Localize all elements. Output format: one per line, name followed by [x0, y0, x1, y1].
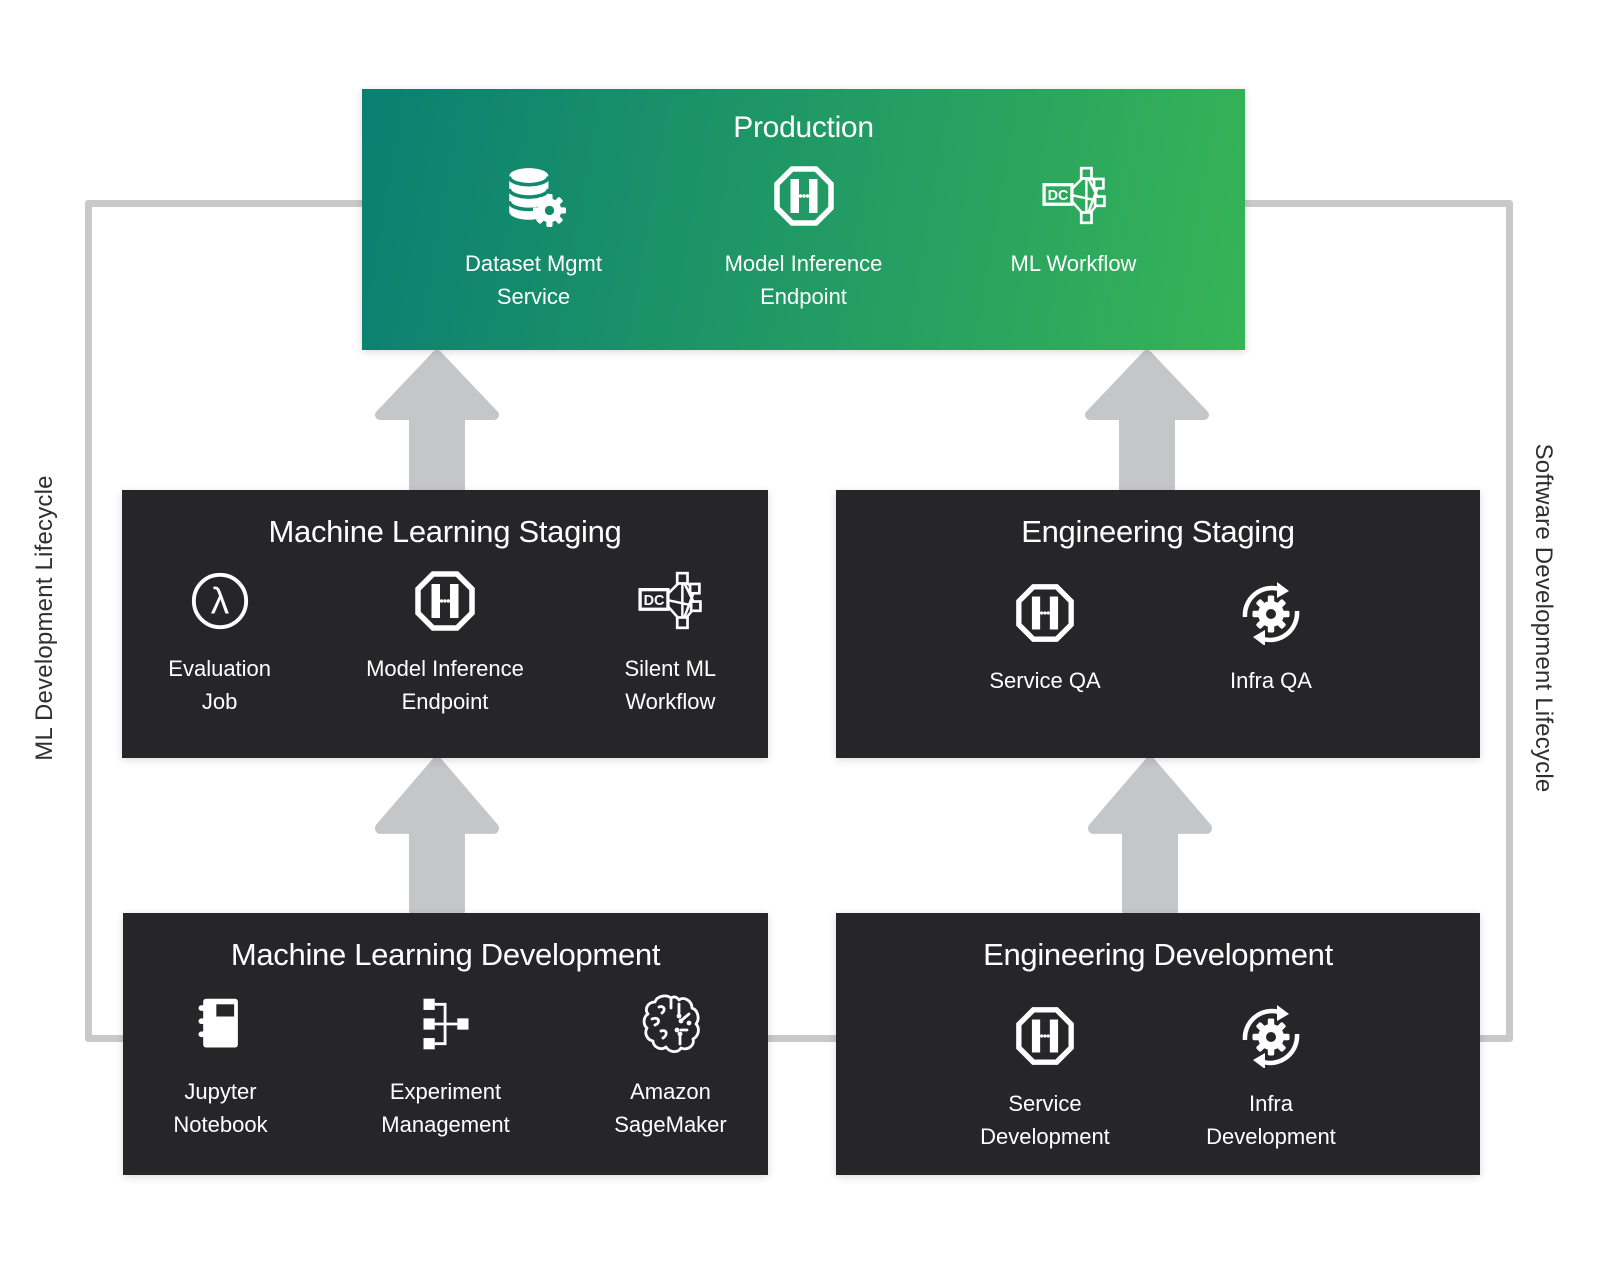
production-item-ml-workflow: DC ML Workflow [954, 163, 1194, 313]
ml-staging-item-model-inference: Model Inference Endpoint [347, 568, 542, 718]
ml-dev-item-sagemaker: Amazon SageMaker [573, 991, 768, 1141]
ml-staging-title: Machine Learning Staging [268, 514, 622, 549]
production-title: Production [733, 111, 874, 144]
item-label-line2: Notebook [173, 1112, 268, 1137]
up-arrow-ml-dev-to-ml-staging [375, 756, 499, 916]
experiment-tree-icon [416, 991, 476, 1057]
eng-dev-item-service-dev: Service Development [955, 1003, 1135, 1153]
eng-staging-title: Engineering Staging [1021, 514, 1295, 549]
lambda-circle-icon: λ [189, 568, 251, 634]
model-endpoint-icon [772, 163, 836, 229]
item-label-line1: Model Inference [366, 656, 524, 681]
item-label: Infra Development [1206, 1087, 1336, 1153]
model-endpoint-icon [1014, 580, 1076, 646]
item-label-line1: Jupyter [184, 1079, 257, 1104]
ml-lifecycle-label: ML Development Lifecycle [31, 475, 58, 761]
item-label-line2: Management [381, 1112, 510, 1137]
database-gear-icon [501, 163, 567, 229]
item-label-line1: Service [1008, 1091, 1082, 1116]
up-arrow-eng-staging-to-production [1085, 350, 1209, 494]
ml-dev-item-experiment-mgmt: Experiment Management [348, 991, 543, 1141]
eng-staging-box: Engineering Staging Service QA [836, 490, 1480, 758]
item-label: Dataset Mgmt Service [465, 247, 602, 313]
item-label-line2: Development [980, 1124, 1110, 1149]
lambda-glyph: λ [210, 581, 229, 622]
eng-dev-box: Engineering Development Service Developm… [836, 913, 1480, 1175]
software-lifecycle-label: Software Development Lifecycle [1530, 443, 1557, 793]
item-label-line2: Job [201, 689, 238, 714]
ml-workflow-icon: DC [1041, 163, 1107, 229]
ml-staging-item-evaluation-job: λ Evaluation Job [122, 568, 317, 718]
item-label-line1: Model Inference [724, 251, 883, 276]
dc-label: DC [644, 593, 665, 609]
dc-label: DC [1047, 188, 1068, 204]
ml-dev-box: Machine Learning Development Jupyter Not… [123, 913, 768, 1175]
eng-dev-title: Engineering Development [983, 937, 1333, 972]
production-item-model-inference: Model Inference Endpoint [684, 163, 924, 313]
brain-circuit-icon [639, 991, 703, 1057]
ml-staging-box: Machine Learning Staging λ Evaluation Jo… [122, 490, 768, 758]
item-label-line2: Workflow [625, 689, 716, 714]
model-endpoint-icon [413, 568, 477, 634]
item-label-line2: Development [1206, 1124, 1336, 1149]
item-label-line1: ML Workflow [1010, 251, 1137, 276]
item-label: Experiment Management [381, 1075, 509, 1141]
gear-sync-icon [1239, 580, 1303, 646]
item-label: Service Development [980, 1087, 1110, 1153]
item-label: Silent ML Workflow [624, 652, 716, 718]
item-label: Jupyter Notebook [173, 1075, 267, 1141]
item-label-line2: Service [496, 284, 571, 309]
item-label-line1: Experiment [389, 1079, 502, 1104]
notebook-icon [191, 991, 251, 1057]
up-arrow-ml-staging-to-production [375, 350, 499, 494]
ml-workflow-icon: DC [637, 568, 703, 634]
item-label: Infra QA [1230, 664, 1312, 697]
item-label-line1: Dataset Mgmt [465, 251, 602, 276]
item-label-line1: Silent ML [624, 656, 717, 681]
item-label: Service QA [989, 664, 1100, 697]
item-label: Model Inference Endpoint [366, 652, 524, 718]
ml-staging-item-silent-workflow: DC Silent ML Workflow [573, 568, 768, 718]
item-label-line1: Infra [1248, 1091, 1293, 1116]
item-label-line2: Endpoint [401, 689, 489, 714]
up-arrow-eng-dev-to-eng-staging [1088, 756, 1212, 916]
gear-sync-icon [1239, 1003, 1303, 1069]
item-label-line2: SageMaker [614, 1112, 727, 1137]
item-label-line2: Endpoint [760, 284, 847, 309]
eng-staging-item-service-qa: Service QA [955, 580, 1135, 697]
eng-dev-item-infra-dev: Infra Development [1181, 1003, 1361, 1153]
model-endpoint-icon [1014, 1003, 1076, 1069]
production-item-dataset-mgmt: Dataset Mgmt Service [414, 163, 654, 313]
item-label: Model Inference Endpoint [725, 247, 883, 313]
item-label-line1: Evaluation [168, 656, 272, 681]
item-label-line1: Service QA [989, 668, 1101, 693]
item-label: Amazon SageMaker [614, 1075, 727, 1141]
item-label: Evaluation Job [168, 652, 271, 718]
ml-dev-item-jupyter: Jupyter Notebook [123, 991, 318, 1141]
item-label-line1: Infra QA [1230, 668, 1312, 693]
item-label: ML Workflow [1011, 247, 1137, 280]
eng-staging-item-infra-qa: Infra QA [1181, 580, 1361, 697]
production-box: Production [362, 89, 1245, 350]
item-label-line1: Amazon [630, 1079, 711, 1104]
ml-dev-title: Machine Learning Development [230, 937, 661, 972]
